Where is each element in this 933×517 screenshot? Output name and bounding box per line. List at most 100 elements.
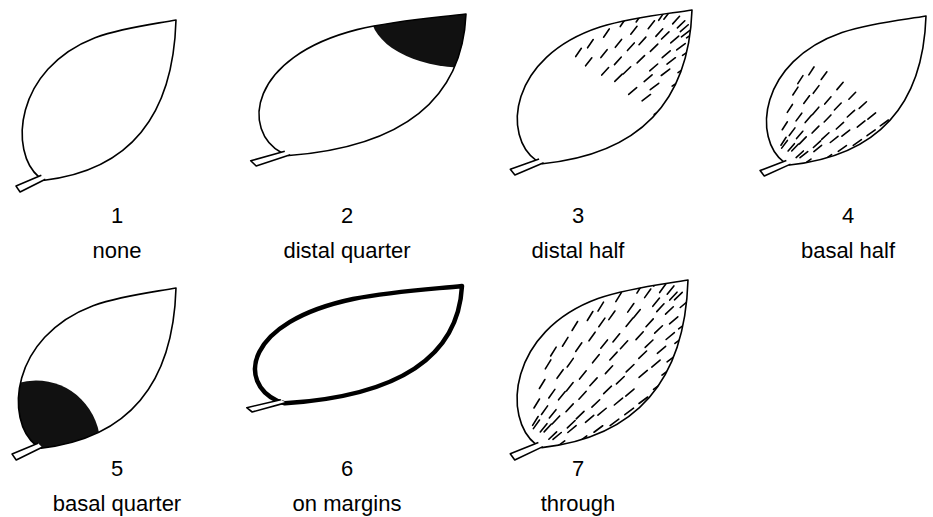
leaf-blade [517, 10, 692, 164]
leaf-dash [674, 292, 682, 299]
leaf-dash [868, 113, 876, 119]
leaf-dash [822, 133, 829, 140]
leaf-blade [22, 20, 176, 180]
leaf-figure [16, 20, 176, 192]
leaf-dash [541, 406, 547, 415]
leaf-figure [510, 10, 695, 175]
leaf-dash [667, 286, 674, 294]
leaf-dash [614, 398, 622, 405]
leaf-dash [610, 352, 617, 360]
leaf-dash [813, 107, 819, 114]
leaf-outline [22, 20, 176, 180]
leaf-dash [626, 318, 633, 326]
leaf-dash [544, 424, 551, 432]
leaf-outline [766, 16, 926, 165]
leaf-outline [517, 10, 692, 164]
leaf-dash [666, 307, 674, 314]
leaf-figure [0, 288, 176, 510]
leaf-dash [586, 58, 592, 66]
leaf-dash [599, 318, 605, 327]
leaf-dash [601, 340, 608, 348]
leaf-dash [667, 58, 675, 64]
leaf-dash [637, 56, 644, 63]
leaf-dash [620, 341, 627, 349]
leaf-dash [677, 21, 684, 28]
leaf-dash [837, 82, 843, 89]
leaf-dash [562, 337, 568, 346]
leaf-petiole [247, 400, 287, 412]
leaf-dash [836, 122, 843, 129]
leaf-dash [627, 43, 634, 51]
leaf-dash [614, 57, 621, 65]
leaf-dash [809, 67, 814, 75]
leaf-dash [533, 420, 539, 429]
leaf-dash [636, 332, 643, 340]
leaf-dash [646, 319, 653, 327]
leaf-dash [568, 426, 576, 433]
leaf-dash [789, 128, 795, 136]
callout-number: 7 [572, 456, 584, 482]
dark-patch [371, 0, 562, 68]
leaf-petiole [760, 160, 790, 176]
category-label: basal half [801, 238, 895, 264]
leaf-dash [805, 115, 811, 122]
leaf-petiole [510, 443, 543, 460]
leaf-dash [687, 305, 696, 311]
leaf-dash [821, 72, 827, 80]
leaf-dash [534, 399, 540, 408]
leaf-dash [796, 113, 802, 121]
leaf-petiole [251, 151, 291, 166]
leaf-dash [601, 50, 607, 58]
leaf-dash [588, 40, 594, 48]
leaf-dash [825, 97, 831, 104]
leaf-dash [842, 130, 850, 136]
leaf-outline [517, 280, 688, 448]
leaf-dash [594, 426, 603, 432]
leaf-dash [673, 16, 680, 24]
category-label: distal half [532, 238, 625, 264]
leaf-figure [510, 277, 696, 460]
leaf-dash [652, 360, 660, 367]
leaf-dash [639, 37, 646, 45]
leaf-dash [648, 21, 654, 29]
leaf-dash [787, 104, 792, 112]
leaf-dash [782, 140, 788, 148]
leaf-dash [615, 74, 622, 81]
leaf-dash [671, 36, 679, 43]
callout-number: 5 [111, 456, 123, 482]
leaf-dash [590, 378, 597, 386]
leaf-dash [666, 333, 674, 340]
leaf-dash [797, 131, 803, 138]
category-label: on margins [293, 491, 402, 517]
leaf-outline [18, 288, 176, 448]
leaf-dash [838, 146, 846, 152]
leaf-dash [585, 415, 593, 422]
leaf-outline [255, 286, 462, 403]
callout-number: 4 [842, 203, 854, 229]
leaf-blade [255, 286, 462, 403]
dark-patch [0, 380, 100, 510]
leaf-dash [670, 317, 678, 324]
callout-number: 1 [111, 203, 123, 229]
leaf-petiole [16, 175, 45, 192]
leaf-dash [849, 92, 856, 99]
leaf-dash [567, 358, 573, 367]
leaf-dash [598, 302, 604, 311]
leaf-dash [539, 380, 545, 389]
leaf-dash [631, 26, 637, 34]
leaf-dash [639, 370, 647, 377]
leaf-petiole [12, 443, 42, 460]
leaf-dash [605, 366, 612, 374]
leaf-dash [545, 360, 551, 369]
leaf-dash [579, 391, 586, 399]
leaf-figure [760, 16, 926, 176]
leaf-dash [645, 289, 651, 298]
leaf-dash [587, 312, 593, 321]
leaf-dash [650, 83, 658, 89]
leaf-dash [566, 383, 573, 391]
leaf-figure [247, 286, 462, 412]
leaf-dash [576, 411, 584, 418]
leaf-dash [650, 64, 658, 71]
leaf-dash [793, 87, 798, 95]
leaf-dash [813, 86, 819, 94]
